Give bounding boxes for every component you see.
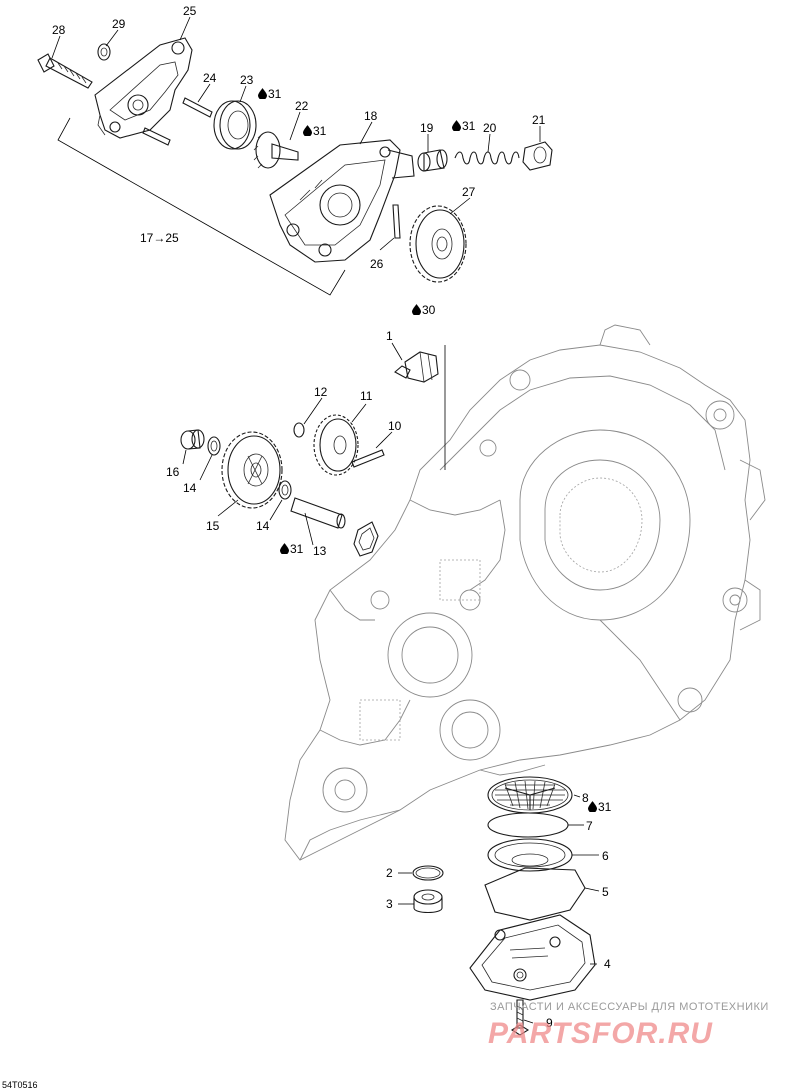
- callout-14-lower: 14: [256, 519, 270, 533]
- crankcase-outline: [284, 324, 766, 861]
- relief-valve-19: [417, 149, 448, 172]
- callout-9: 9: [546, 1016, 553, 1030]
- callout-22: 22: [295, 99, 309, 113]
- pressure-switch-1: [394, 345, 446, 470]
- watermark: ЗАПЧАСТИ И АКСЕССУАРЫ ДЛЯ МОТОТЕХНИКИ PA…: [488, 1001, 769, 1050]
- callout-20: 20: [483, 121, 497, 135]
- group-bracket: [57, 117, 346, 296]
- lubricant-drop-icon: [303, 125, 312, 136]
- lubricant-30: 30: [422, 303, 436, 317]
- outer-rotor-23: [213, 100, 257, 150]
- watermark-tagline: ЗАПЧАСТИ И АКСЕССУАРЫ ДЛЯ МОТОТЕХНИКИ: [490, 1001, 769, 1013]
- callout-15: 15: [206, 519, 220, 533]
- dowel-pin-lower: [142, 127, 171, 146]
- o-ring-7: [487, 812, 569, 838]
- callout-25: 25: [183, 4, 197, 18]
- lubricant-31-c: 31: [462, 119, 476, 133]
- spring-20: [454, 151, 520, 165]
- callout-3: 3: [386, 897, 393, 911]
- screw-9: [510, 999, 530, 1036]
- callout-1: 1: [386, 329, 393, 343]
- drain-plug-3: [413, 889, 443, 914]
- lubricant-drop-icon: [280, 543, 289, 554]
- callout-16: 16: [166, 465, 180, 479]
- bushing-16: [180, 429, 205, 450]
- pin-24: [182, 97, 213, 118]
- callout-13: 13: [313, 544, 327, 558]
- washer-14-lower: [278, 480, 292, 500]
- callout-26: 26: [370, 257, 384, 271]
- circlip-12: [293, 422, 305, 438]
- lubricant-drop-icon: [258, 88, 267, 99]
- lubricant-drop-icon: [412, 304, 421, 315]
- callout-27: 27: [462, 185, 476, 199]
- callout-2: 2: [386, 866, 393, 880]
- callout-6: 6: [602, 849, 609, 863]
- callout-17-to-25: 17→25: [140, 231, 179, 245]
- lubricant-31-d: 31: [290, 542, 304, 556]
- oil-pump-cover: [94, 37, 193, 139]
- shaft-13: [290, 497, 346, 529]
- inner-rotor-22: [253, 131, 299, 169]
- callout-7: 7: [586, 819, 593, 833]
- pin-10: [351, 449, 385, 468]
- callout-23: 23: [240, 73, 254, 87]
- o-ring-2: [412, 865, 444, 881]
- lubricant-drop-icon: [588, 801, 597, 812]
- callout-12: 12: [314, 385, 328, 399]
- watermark-brand: PARTSFOR.RU: [488, 1017, 713, 1050]
- oil-strainer-8: [487, 776, 573, 814]
- idler-gear-11: [313, 414, 359, 476]
- screen-seat-6: [487, 838, 573, 872]
- oil-cover-4: [469, 914, 596, 1001]
- washer-14-upper: [207, 436, 221, 456]
- drive-gear-27: [409, 205, 467, 283]
- lubricant-marks: 31 31 31 30 31 31: [258, 87, 612, 814]
- callout-24: 24: [203, 71, 217, 85]
- gasket-5: [484, 867, 586, 921]
- callout-4: 4: [604, 957, 611, 971]
- callout-21: 21: [532, 113, 546, 127]
- callout-28: 28: [52, 23, 66, 37]
- lubricant-31-e: 31: [598, 800, 612, 814]
- lubricant-31-a: 31: [268, 87, 282, 101]
- oil-pump-housing-18: [269, 139, 415, 263]
- callout-19: 19: [420, 121, 434, 135]
- lubricant-drop-icon: [452, 120, 461, 131]
- bolt-28: [37, 53, 93, 89]
- figure-reference: 54T0516: [2, 1080, 38, 1090]
- plug-21: [522, 141, 553, 171]
- callout-18: 18: [364, 109, 378, 123]
- callout-11: 11: [360, 389, 373, 403]
- lubricant-31-b: 31: [313, 124, 327, 138]
- callout-5: 5: [602, 885, 609, 899]
- pin-26: [392, 204, 401, 239]
- callout-29: 29: [112, 17, 126, 31]
- callout-8: 8: [582, 791, 589, 805]
- o-ring-13: [353, 521, 379, 557]
- callout-14-upper: 14: [183, 481, 197, 495]
- washer-29: [97, 43, 111, 61]
- callout-10: 10: [388, 419, 402, 433]
- oil-pump-gear-15: [221, 431, 283, 509]
- callout-labels: 28 29 25 24 23 22 18 19 20 21 27 26 17→2…: [52, 4, 611, 1030]
- leader-lines: [51, 16, 600, 1024]
